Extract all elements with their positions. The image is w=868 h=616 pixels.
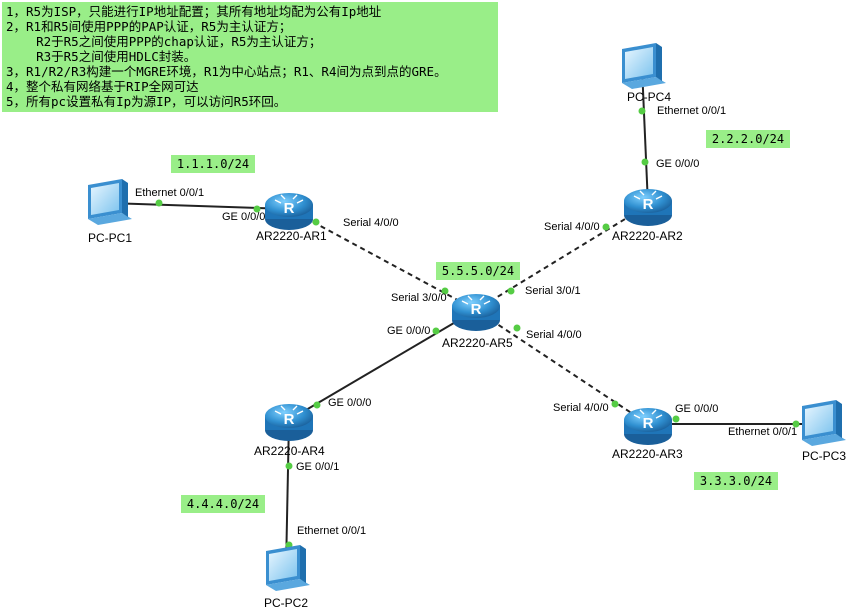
note-line-7: 5，所有pc设置私有Ip为源IP，可以访问R5环回。 — [6, 94, 287, 109]
router-ar5-icon[interactable] — [451, 293, 501, 332]
port-indicator-ar5-ar3-0 — [513, 324, 521, 332]
router-ar4-icon[interactable] — [264, 403, 314, 442]
port-label-ar4-ge0: GE 0/0/0 — [328, 397, 372, 409]
port-label-ar3-serial: Serial 4/0/0 — [553, 402, 609, 414]
device-name-pc4: PC-PC4 — [627, 90, 672, 104]
note-line-3: R2于R5之间使用PPP的chap认证，R5为主认证方； — [6, 34, 322, 49]
port-indicator-ar5-ar4-1 — [313, 401, 321, 409]
port-label-ar2-ge: GE 0/0/0 — [656, 158, 700, 170]
port-indicator-pc1-ar1-1 — [253, 205, 261, 213]
pc-pc3-icon[interactable] — [802, 400, 846, 446]
links-layer — [107, 66, 822, 570]
device-name-pc1: PC-PC1 — [88, 231, 133, 245]
device-name-pc3: PC-PC3 — [802, 449, 847, 463]
port-indicator-ar4-pc2-0 — [285, 462, 293, 470]
device-name-ar3: AR2220-AR3 — [612, 447, 683, 461]
router-ar3-icon[interactable] — [623, 407, 673, 446]
port-indicator-ar3-pc3-0 — [672, 415, 680, 423]
link-pc4-ar2[interactable] — [641, 66, 649, 206]
port-indicator-pc4-ar2-1 — [641, 158, 649, 166]
note-line-5: 3，R1/R2/R3构建一个MGRE环境，R1为中心站点；R1、R4间为点到点的… — [6, 64, 447, 79]
note-line-4: R3于R5之间使用HDLC封装。 — [6, 49, 197, 64]
note-line-1: 1，R5为ISP，只能进行IP地址配置；其所有地址均配为公有Ip地址 — [6, 4, 382, 19]
device-name-ar5: AR2220-AR5 — [442, 336, 513, 350]
port-label-ar5-ge: GE 0/0/0 — [387, 325, 431, 337]
note-line-6: 4，整个私有网络基于RIP全网可达 — [6, 79, 199, 94]
link-ar5-ar3[interactable] — [475, 309, 649, 425]
port-label-ar5-serial31: Serial 3/0/1 — [525, 285, 581, 297]
port-indicator-ar3-pc3-1 — [792, 420, 800, 428]
subnet-label-r2: 2.2.2.0/24 — [706, 130, 790, 148]
subnet-label-r4: 4.4.4.0/24 — [181, 495, 265, 513]
port-indicator-ar1-ar5-1 — [441, 287, 449, 295]
note-line-2: 2，R1和R5间使用PPP的PAP认证，R5为主认证方； — [6, 19, 292, 34]
port-label-ar4-ge1: GE 0/0/1 — [296, 461, 340, 473]
device-name-pc2: PC-PC2 — [264, 596, 309, 610]
port-label-ar1-ge: GE 0/0/0 — [222, 211, 266, 223]
port-indicator-ar5-ar4-0 — [432, 327, 440, 335]
port-indicator-pc1-ar1-0 — [155, 199, 163, 207]
port-indicator-ar2-ar5-0 — [602, 223, 610, 231]
pc-pc4-icon[interactable] — [622, 43, 666, 89]
link-pc1-ar1[interactable] — [107, 202, 290, 210]
subnet-label-r1: 1.1.1.0/24 — [171, 155, 255, 173]
port-label-ar2-serial: Serial 4/0/0 — [544, 221, 600, 233]
port-label-ar3-ge: GE 0/0/0 — [675, 403, 719, 415]
port-indicator-ar2-ar5-1 — [507, 287, 515, 295]
port-label-pc3-eth: Ethernet 0/0/1 — [728, 426, 798, 438]
port-label-ar5-serial30: Serial 3/0/0 — [391, 292, 447, 304]
subnet-label-r3: 3.3.3.0/24 — [694, 472, 778, 490]
link-ar2-ar5[interactable] — [475, 204, 649, 311]
port-label-pc1-eth: Ethernet 0/0/1 — [135, 187, 205, 199]
pc-pc2-icon[interactable] — [266, 545, 310, 591]
router-ar1-icon[interactable] — [264, 192, 314, 231]
device-name-ar1: AR2220-AR1 — [256, 229, 327, 243]
requirements-note: 1，R5为ISP，只能进行IP地址配置；其所有地址均配为公有Ip地址 2，R1和… — [2, 2, 498, 112]
port-label-pc4-eth: Ethernet 0/0/1 — [657, 105, 727, 117]
subnet-label-r5: 5.5.5.0/24 — [436, 262, 520, 280]
device-name-ar2: AR2220-AR2 — [612, 229, 683, 243]
pc-pc1-icon[interactable] — [88, 179, 132, 225]
port-indicator-pc4-ar2-0 — [638, 107, 646, 115]
router-ar2-icon[interactable] — [623, 188, 673, 227]
port-label-pc2-eth: Ethernet 0/0/1 — [297, 525, 367, 537]
port-label-ar5-serial40: Serial 4/0/0 — [526, 329, 582, 341]
port-label-ar1-serial: Serial 4/0/0 — [343, 217, 399, 229]
link-ar5-ar4[interactable] — [288, 309, 477, 421]
device-name-ar4: AR2220-AR4 — [254, 444, 325, 458]
port-indicator-ar1-ar5-0 — [312, 218, 320, 226]
port-indicator-ar5-ar3-1 — [611, 400, 619, 408]
